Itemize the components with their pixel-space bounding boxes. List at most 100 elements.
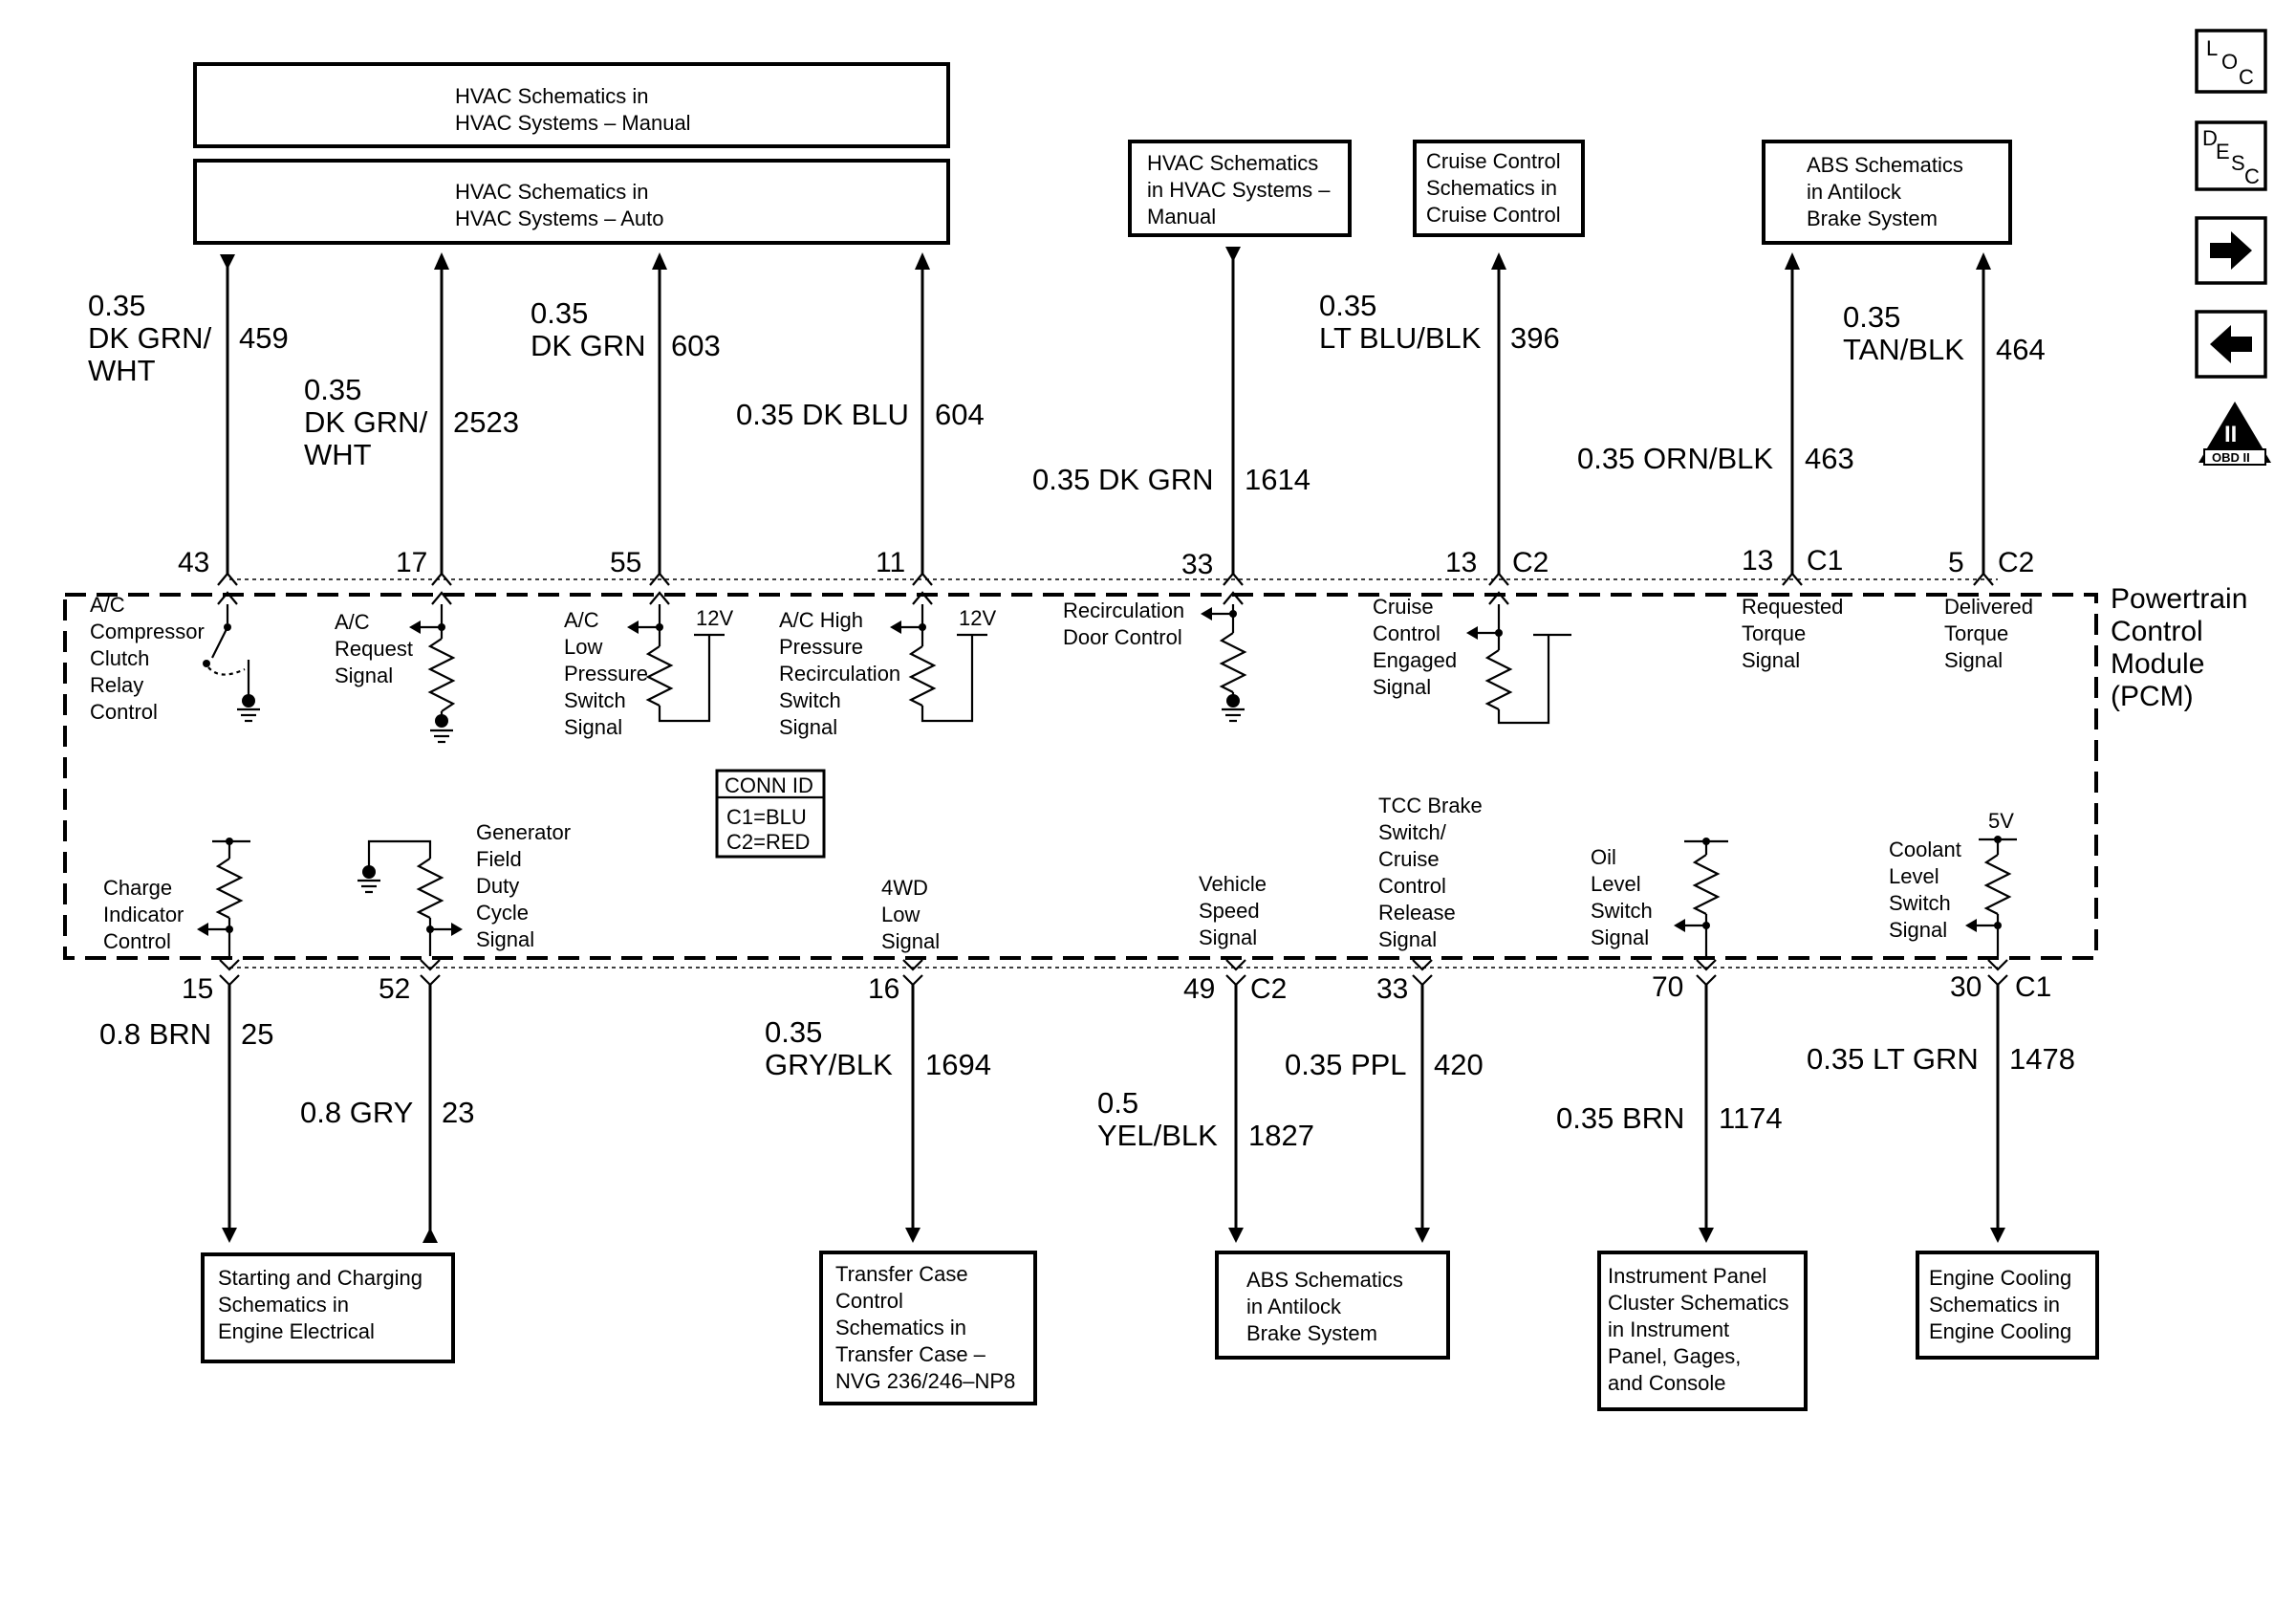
wire-2523: 0.35 DK GRN/ WHT 2523 17 — [304, 252, 519, 578]
svg-text:GRY/BLK: GRY/BLK — [765, 1048, 893, 1081]
svg-text:C1: C1 — [1807, 545, 1843, 577]
requested-torque-label: Requested Torque Signal — [1742, 595, 1843, 672]
svg-text:Cruise Control: Cruise Control — [1426, 149, 1561, 173]
svg-text:Recirculation: Recirculation — [1063, 599, 1184, 622]
arrow-right-icon[interactable] — [2195, 216, 2267, 285]
svg-text:Compressor: Compressor — [90, 620, 205, 643]
ipc-box: Instrument Panel Cluster Schematics in I… — [1597, 1251, 1808, 1411]
svg-text:WHT: WHT — [304, 438, 372, 471]
wire-25: 15 0.8 BRN 25 — [99, 973, 273, 1243]
svg-text:Pressure: Pressure — [779, 635, 863, 659]
pin-30-c1: 30 — [1950, 971, 1982, 1003]
svg-text:603: 603 — [671, 329, 721, 362]
svg-text:0.35 LT GRN: 0.35 LT GRN — [1807, 1042, 1979, 1076]
svg-text:E: E — [2216, 140, 2230, 163]
svg-text:Clutch: Clutch — [90, 646, 149, 670]
svg-text:0.35: 0.35 — [765, 1015, 822, 1049]
svg-text:A/C: A/C — [90, 593, 125, 617]
svg-text:WHT: WHT — [88, 354, 156, 387]
pcm-label-line: Powertrain — [2111, 583, 2247, 615]
svg-text:and Console: and Console — [1608, 1371, 1726, 1395]
svg-text:Generator: Generator — [476, 820, 571, 844]
svg-text:Level: Level — [1889, 864, 1939, 888]
svg-text:Recirculation: Recirculation — [779, 662, 900, 686]
svg-text:Transfer Case –: Transfer Case – — [835, 1342, 986, 1366]
svg-text:Low: Low — [564, 635, 602, 659]
svg-text:Schematics in: Schematics in — [835, 1316, 966, 1339]
loc-icon[interactable]: L O C — [2195, 29, 2267, 94]
svg-text:Transfer Case: Transfer Case — [835, 1262, 968, 1286]
svg-text:Pressure: Pressure — [564, 662, 648, 686]
wire-1478: 30 C1 0.35 LT GRN 1478 — [1807, 971, 2075, 1243]
svg-text:Relay: Relay — [90, 673, 143, 697]
svg-text:Indicator: Indicator — [103, 903, 184, 926]
transfer-box: Transfer Case Control Schematics in Tran… — [819, 1251, 1037, 1405]
conn-id-box: CONN ID C1=BLU C2=RED — [715, 769, 826, 859]
abs-top-box: ABS Schematics in Antilock Brake System — [1762, 140, 2012, 245]
obd-icon[interactable]: II OBD II — [2199, 402, 2271, 466]
svg-text:C: C — [2239, 65, 2254, 89]
svg-text:Control: Control — [1373, 621, 1440, 645]
svg-text:HVAC Schematics in: HVAC Schematics in — [455, 84, 649, 108]
cruise-engaged-circuit: Cruise Control Engaged Signal — [1373, 595, 1571, 725]
svg-text:ABS Schematics: ABS Schematics — [1246, 1268, 1403, 1292]
svg-text:0.35: 0.35 — [1319, 289, 1376, 322]
desc-icon[interactable]: D E S C — [2195, 120, 2267, 191]
svg-text:HVAC Systems – Auto: HVAC Systems – Auto — [455, 207, 663, 230]
svg-text:0.35: 0.35 — [304, 373, 361, 406]
svg-text:Torque: Torque — [1742, 621, 1806, 645]
svg-text:396: 396 — [1510, 321, 1560, 355]
svg-text:4WD: 4WD — [881, 876, 928, 900]
svg-text:Engaged: Engaged — [1373, 648, 1457, 672]
cooling-box: Engine Cooling Schematics in Engine Cool… — [1916, 1251, 2099, 1360]
svg-text:in Instrument: in Instrument — [1608, 1317, 1729, 1341]
svg-text:Cruise: Cruise — [1378, 847, 1440, 871]
svg-text:Delivered: Delivered — [1944, 595, 2033, 619]
ac-high-pressure-circuit: 12V A/C High Pressure Recirculation Swit… — [779, 604, 996, 739]
arrow-left-icon[interactable] — [2195, 310, 2267, 379]
abs-bottom-box: ABS Schematics in Antilock Brake System — [1215, 1251, 1450, 1360]
pin-70: 70 — [1652, 971, 1683, 1003]
pin-33-bottom: 33 — [1376, 973, 1408, 1005]
wire-23: 52 0.8 GRY 23 — [300, 973, 474, 1243]
svg-text:0.35 DK BLU: 0.35 DK BLU — [736, 398, 909, 431]
svg-text:Instrument Panel: Instrument Panel — [1608, 1264, 1766, 1288]
svg-text:0.35: 0.35 — [1843, 300, 1900, 334]
svg-text:DK GRN/: DK GRN/ — [88, 321, 212, 355]
pcm-label-line: Control — [2111, 616, 2203, 647]
svg-text:Switch/: Switch/ — [1378, 820, 1447, 844]
svg-text:OBD II: OBD II — [2212, 450, 2250, 465]
wire-459: 0.35 DK GRN/ WHT 459 43 — [88, 254, 289, 578]
svg-text:II: II — [2224, 422, 2237, 447]
svg-text:ABS Schematics: ABS Schematics — [1807, 153, 1963, 177]
hvac-auto-box: HVAC Schematics in HVAC Systems – Auto — [193, 159, 950, 245]
svg-text:C1: C1 — [2015, 971, 2051, 1003]
svg-text:Signal: Signal — [779, 715, 837, 739]
ac-low-pressure-circuit: 12V A/C Low Pressure Switch Signal — [564, 604, 733, 739]
svg-text:YEL/BLK: YEL/BLK — [1097, 1119, 1218, 1152]
wire-1827: 49 C2 0.5 YEL/BLK 1827 — [1097, 973, 1314, 1243]
svg-text:Control: Control — [835, 1289, 903, 1313]
wire-396: 0.35 LT BLU/BLK 396 13 C2 — [1319, 252, 1560, 578]
pin-13-c1: 13 — [1742, 545, 1773, 577]
hvac-manual-2-box: HVAC Schematics in HVAC Systems – Manual — [1128, 140, 1352, 237]
wire-1174: 70 0.35 BRN 1174 — [1556, 971, 1783, 1243]
svg-text:Brake System: Brake System — [1807, 207, 1938, 230]
svg-text:5V: 5V — [1988, 809, 2014, 833]
pcm-label-line: (PCM) — [2111, 681, 2194, 712]
svg-text:23: 23 — [442, 1096, 474, 1129]
svg-text:Engine Electrical: Engine Electrical — [218, 1319, 375, 1343]
svg-text:1174: 1174 — [1719, 1101, 1783, 1135]
pin-52: 52 — [379, 973, 410, 1005]
svg-text:Switch: Switch — [564, 688, 626, 712]
svg-text:Schematics in: Schematics in — [1929, 1293, 2060, 1317]
generator-field-circuit: Generator Field Duty Cycle Signal — [357, 820, 571, 956]
starting-box: Starting and Charging Schematics in Engi… — [201, 1252, 455, 1363]
svg-text:Level: Level — [1591, 872, 1641, 896]
pcm-label: Powertrain Control Module (PCM) — [2111, 583, 2247, 712]
hvac-manual-box: HVAC Schematics in HVAC Systems – Manual — [193, 62, 950, 148]
wire-463: 0.35 ORN/BLK 463 13 C1 — [1577, 252, 1854, 577]
4wd-low-label: 4WD Low Signal — [881, 876, 940, 953]
svg-text:Engine Cooling: Engine Cooling — [1929, 1319, 2071, 1343]
